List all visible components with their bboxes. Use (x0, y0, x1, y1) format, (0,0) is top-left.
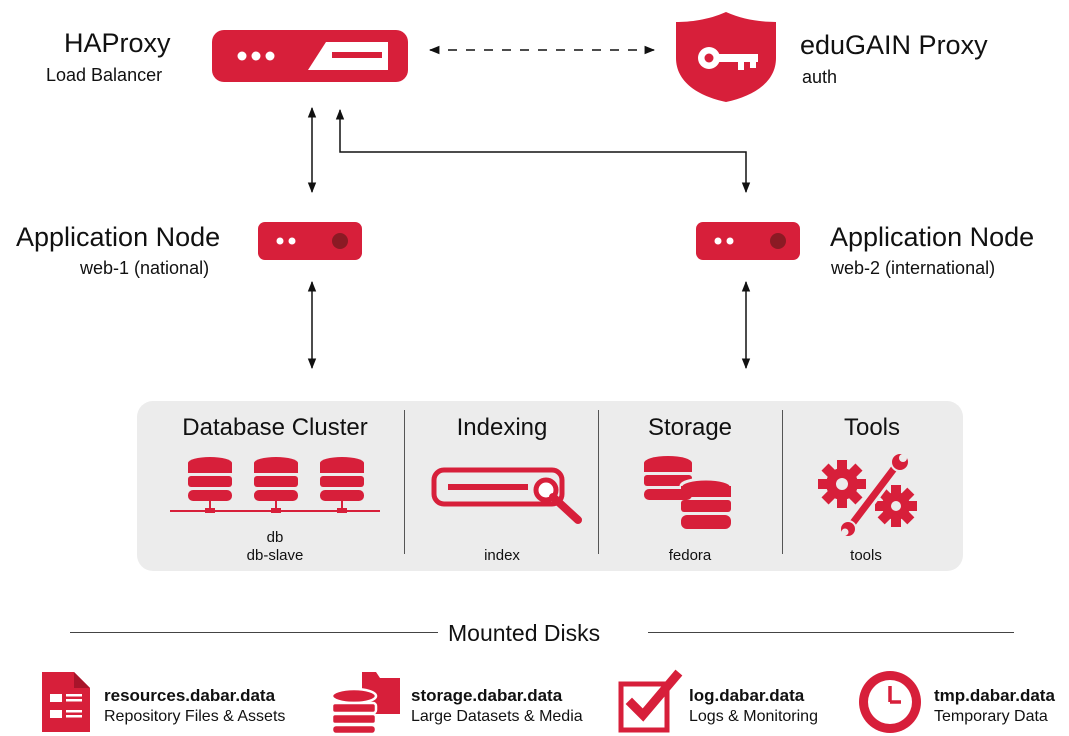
haproxy-web2-link (335, 108, 751, 194)
divider (598, 410, 599, 554)
edugain-title: eduGAIN Proxy (800, 30, 988, 60)
storage-database-icon (644, 456, 733, 529)
gears-wrench-icon (818, 452, 917, 538)
checkbox-icon (618, 669, 683, 733)
load-balancer-icon (212, 30, 408, 82)
index-label: index (484, 547, 520, 564)
db-slave-label: db-slave (246, 547, 304, 564)
mounted-disks-heading: Mounted Disks (448, 620, 601, 646)
app-node-2-subtitle: web-2 (international) (831, 258, 996, 278)
edugain-subtitle: auth (802, 67, 838, 87)
server-icon (258, 222, 362, 260)
divider (782, 410, 783, 554)
indexing-title: Indexing (456, 414, 548, 441)
tools-title: Tools (843, 414, 901, 441)
database-cluster-icon (170, 457, 380, 513)
fedora-label: fedora (668, 547, 712, 564)
document-list-icon (42, 672, 90, 732)
database-folder-icon (330, 672, 400, 736)
server-icon (696, 222, 800, 260)
app-node-1-title: Application Node (16, 222, 221, 252)
disk-4-desc: Temporary Data (934, 708, 1048, 725)
clock-icon (859, 671, 921, 733)
app-node-2-title: Application Node (830, 222, 1035, 252)
search-index-icon (431, 467, 582, 524)
divider (648, 632, 1014, 633)
haproxy-subtitle: Load Balancer (46, 65, 163, 85)
shield-key-icon (676, 12, 776, 102)
app-node-1-subtitle: web-1 (national) (80, 258, 210, 278)
disk-1-name: resources.dabar.data (104, 686, 276, 705)
disk-2-desc: Large Datasets & Media (411, 708, 583, 725)
disk-3-name: log.dabar.data (689, 686, 805, 705)
divider (70, 632, 438, 633)
haproxy-title: HAProxy (64, 28, 171, 58)
divider (404, 410, 405, 554)
disk-1-desc: Repository Files & Assets (104, 708, 286, 725)
disk-2-name: storage.dabar.data (411, 686, 563, 705)
storage-title: Storage (647, 414, 733, 441)
database-cluster-title: Database Cluster (182, 414, 368, 441)
disk-4-name: tmp.dabar.data (934, 686, 1055, 705)
db-label: db (266, 529, 284, 546)
disk-3-desc: Logs & Monitoring (689, 708, 818, 725)
tools-label: tools (850, 547, 882, 564)
